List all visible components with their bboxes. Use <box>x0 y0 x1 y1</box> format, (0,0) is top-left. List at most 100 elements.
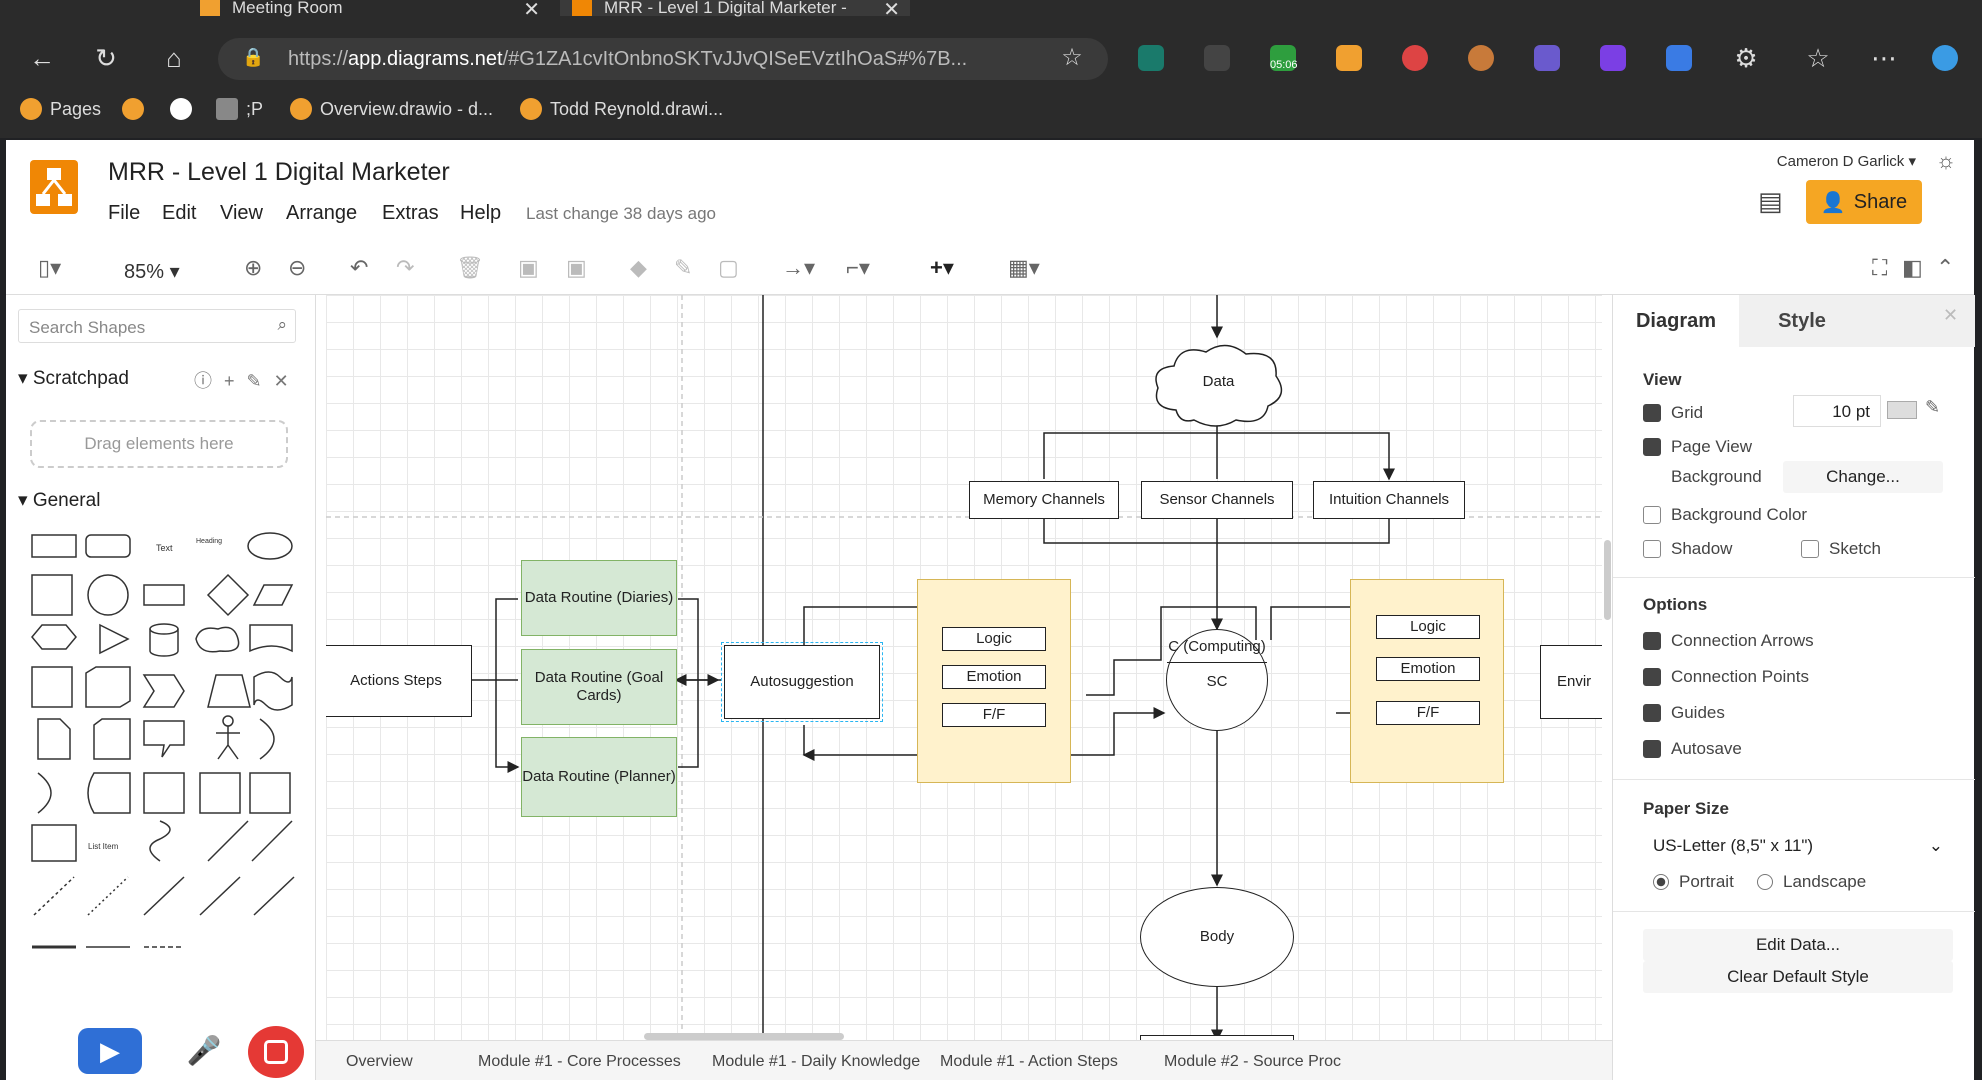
close-icon[interactable]: ✕ <box>883 0 900 21</box>
body-ellipse[interactable]: Body <box>1140 887 1294 987</box>
extension-icon[interactable] <box>1336 45 1362 71</box>
format-panel-icon[interactable]: ▯▾ <box>38 255 62 280</box>
background-color-checkbox[interactable]: Background Color <box>1643 505 1807 525</box>
general-header[interactable]: ▾ General <box>18 490 101 511</box>
data-routine-diaries[interactable]: Data Routine (Diaries) <box>521 560 677 636</box>
diagram-canvas[interactable]: Data Memory Channels Sensor Channels Int… <box>326 295 1602 1040</box>
data-routine-planner[interactable]: Data Routine (Planner) <box>521 737 677 817</box>
data-cloud[interactable] <box>1146 340 1291 428</box>
actions-steps-box[interactable]: Actions Steps <box>326 645 472 717</box>
stop-button[interactable] <box>248 1026 304 1078</box>
bottom-box[interactable] <box>1140 1035 1294 1040</box>
sensor-channels-box[interactable]: Sensor Channels <box>1141 481 1293 519</box>
user-name[interactable]: Cameron D Garlick ▾ <box>1776 153 1916 170</box>
format-toggle-icon[interactable]: ◧ <box>1902 255 1923 280</box>
shape-library[interactable]: Text Heading List Item <box>20 527 300 967</box>
tab-diagram[interactable]: Diagram <box>1635 309 1717 332</box>
bookmark-todd[interactable]: Todd Reynold.drawi... <box>520 98 723 120</box>
waypoints-icon[interactable]: ⌐▾ <box>846 255 870 280</box>
bookmark-p[interactable]: ;P <box>216 98 263 120</box>
zoom-in-icon[interactable]: ⊕ <box>244 255 263 280</box>
bookmark-pages[interactable]: Pages <box>20 98 101 120</box>
puzzle-icon[interactable]: ⚙ <box>1734 43 1758 73</box>
logic-box[interactable]: Logic <box>1376 615 1480 639</box>
menu-help[interactable]: Help <box>460 202 502 224</box>
menu-extras[interactable]: Extras <box>382 202 439 224</box>
home-icon[interactable]: ⌂ <box>166 43 182 73</box>
connection-points-checkbox[interactable]: Connection Points <box>1643 667 1809 687</box>
grid-checkbox[interactable]: Grid <box>1643 403 1703 423</box>
insert-icon[interactable]: +▾ <box>930 255 954 280</box>
extension-icon[interactable] <box>1468 45 1494 71</box>
ff-box[interactable]: F/F <box>1376 701 1480 725</box>
extension-icon[interactable] <box>1138 45 1164 71</box>
environment-box[interactable]: Envir <box>1540 645 1602 719</box>
menu-file[interactable]: File <box>108 202 141 224</box>
tab-style[interactable]: Style <box>1739 295 1865 347</box>
portrait-radio[interactable]: Portrait <box>1653 872 1734 892</box>
menu-view[interactable]: View <box>220 202 263 224</box>
collapse-icon[interactable]: ⌃ <box>1936 255 1955 280</box>
list-item-shape[interactable]: List Item <box>88 842 119 851</box>
copilot-icon[interactable] <box>1932 45 1958 71</box>
page-tab-module1-action[interactable]: Module #1 - Action Steps <box>940 1053 1118 1070</box>
emotion-box[interactable]: Emotion <box>1376 657 1480 681</box>
bookmark-drawio[interactable] <box>122 98 144 120</box>
star-icon[interactable]: ☆ <box>1061 44 1083 71</box>
address-bar[interactable]: 🔒 https://app.diagrams.net/#G1ZA1cvItOnb… <box>218 38 1108 80</box>
intuition-channels-box[interactable]: Intuition Channels <box>1313 481 1465 519</box>
delete-icon[interactable]: 🗑 <box>456 255 484 280</box>
document-title[interactable]: MRR - Level 1 Digital Marketer <box>108 158 450 186</box>
data-routine-goal-cards[interactable]: Data Routine (Goal Cards) <box>521 649 677 725</box>
back-icon[interactable]: ← <box>29 43 55 73</box>
shadow-icon[interactable]: ▢ <box>718 255 739 280</box>
sketch-checkbox[interactable]: Sketch <box>1801 539 1881 559</box>
undo-icon[interactable]: ↶ <box>350 255 369 280</box>
search-icon[interactable]: ⌕ <box>277 315 287 334</box>
scratchpad-header[interactable]: ▾ Scratchpad <box>18 368 129 389</box>
reload-icon[interactable]: ↻ <box>95 43 117 73</box>
computing-circle[interactable]: C (Computing) SC <box>1166 629 1268 731</box>
bookmark-overview[interactable]: Overview.drawio - d... <box>290 98 493 120</box>
page-view-checkbox[interactable]: Page View <box>1643 437 1752 457</box>
memory-channels-box[interactable]: Memory Channels <box>969 481 1119 519</box>
to-front-icon[interactable]: ▣ <box>518 255 539 280</box>
heading-shape[interactable]: Heading <box>196 538 222 545</box>
timer-extension[interactable]: 05:06 <box>1270 45 1298 71</box>
search-shapes-input[interactable]: Search Shapes⌕ <box>18 309 296 343</box>
clear-default-style-button[interactable]: Clear Default Style <box>1643 961 1953 993</box>
vertical-scrollbar[interactable] <box>1604 540 1611 620</box>
scratchpad-dropzone[interactable]: Drag elements here <box>30 420 288 468</box>
line-color-icon[interactable]: ✎ <box>674 255 693 280</box>
menu-arrange[interactable]: Arrange <box>286 202 358 224</box>
page-tab-module2-source[interactable]: Module #2 - Source Proc <box>1164 1053 1341 1070</box>
emotion-box[interactable]: Emotion <box>942 665 1046 689</box>
extension-icon[interactable] <box>1402 45 1428 71</box>
tab-meeting-room[interactable]: Meeting Room ✕ <box>200 0 550 21</box>
logic-box[interactable]: Logic <box>942 627 1046 651</box>
paper-size-select[interactable]: US-Letter (8,5" x 11")⌄ <box>1643 829 1953 863</box>
change-background-button[interactable]: Change... <box>1783 461 1943 493</box>
redo-icon[interactable]: ↷ <box>396 255 415 280</box>
ff-box[interactable]: F/F <box>942 703 1046 727</box>
extension-icon[interactable] <box>1204 45 1230 71</box>
close-icon[interactable]: ✕ <box>523 0 540 21</box>
shadow-checkbox[interactable]: Shadow <box>1643 539 1732 559</box>
zoom-select[interactable]: 85% ▾ <box>124 261 180 283</box>
share-button[interactable]: 👤Share <box>1806 180 1922 224</box>
right-processing-group[interactable] <box>1350 579 1504 783</box>
page-tab-module1-core[interactable]: Module #1 - Core Processes <box>478 1053 681 1070</box>
close-icon[interactable]: ✕ <box>1943 305 1959 325</box>
more-icon[interactable]: ⋯ <box>1871 43 1897 73</box>
extension-icon[interactable] <box>1534 45 1560 71</box>
edit-data-button[interactable]: Edit Data... <box>1643 929 1953 961</box>
horizontal-scrollbar[interactable] <box>644 1033 844 1040</box>
scratchpad-actions[interactable]: ⓘ+✎✕ <box>194 371 301 391</box>
extension-icon[interactable] <box>1666 45 1692 71</box>
zoom-out-icon[interactable]: ⊖ <box>288 255 307 280</box>
autosuggestion-box[interactable]: Autosuggestion <box>721 642 883 722</box>
menu-edit[interactable]: Edit <box>162 202 197 224</box>
text-shape[interactable]: Text <box>156 543 173 553</box>
camera-button[interactable]: ▶ <box>78 1028 142 1074</box>
pencil-icon[interactable]: ✎ <box>1925 397 1941 417</box>
